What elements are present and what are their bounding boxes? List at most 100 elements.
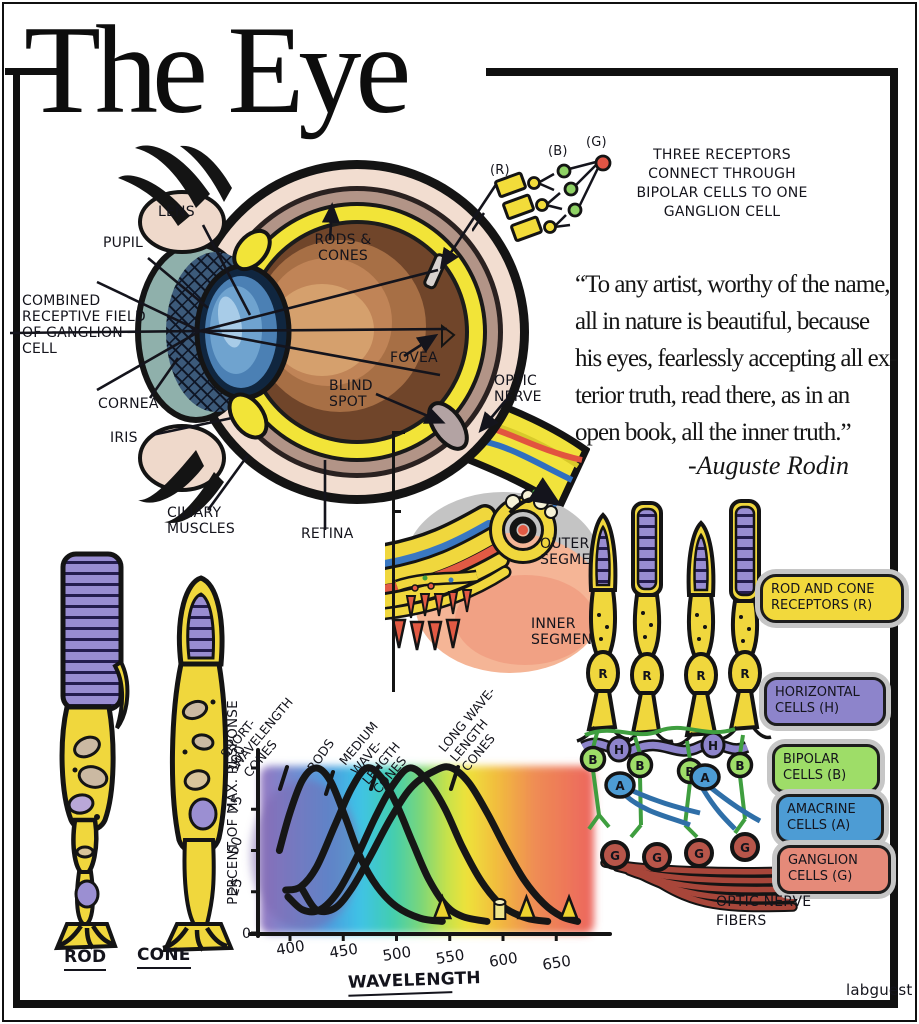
chart-x-axis-title: WAVELENGTH (348, 968, 481, 997)
signature: labguest (846, 981, 913, 999)
x-axis-ticks: 400 450 500 550 600 650 (275, 934, 572, 974)
page-title: The Eye (24, 1, 411, 140)
label-optic-nerve: OPTIC NERVE (494, 373, 542, 406)
label-retina: RETINA (301, 526, 354, 542)
amacrine-cells: A A (604, 763, 762, 831)
rod-and-cone-cells-illustration (53, 551, 234, 953)
three-receptors-wiring-illustration (472, 154, 612, 242)
quote-line: terior truth, read there, as in an (575, 382, 850, 409)
receptor-letter: R (740, 667, 749, 681)
closeup-flesh-inner (455, 575, 595, 665)
label-combined-receptive-field: COMBINED RECEPTIVE FIELD OF GANGLION CEL… (22, 293, 146, 358)
x-tick-label: 650 (541, 952, 572, 974)
retina-closeup-illustration (385, 477, 605, 673)
ganglion-letter: G (652, 851, 662, 865)
horizontal-letter: H (614, 743, 624, 757)
label-ciliary-muscles: CILIARY MUSCLES (167, 505, 235, 538)
cylinder-marker-top (493, 898, 507, 906)
quote-line: “To any artist, worthy of the name, (575, 271, 891, 298)
bipolar-cells: B B B B (579, 725, 754, 839)
label-lens: LENS (158, 204, 195, 220)
title-rule-left (5, 68, 60, 75)
legend-amacrine-cells: AMACRINE CELLS (A) (776, 794, 884, 843)
quote-line: his eyes, fearlessly accepting all ex- (575, 345, 898, 372)
receptor-teeth (391, 569, 479, 651)
x-tick-label: 400 (275, 937, 306, 959)
receptor-cells: R R R R (576, 499, 772, 747)
ganglion-letter: G (610, 849, 620, 863)
label-r: (R) (490, 163, 510, 178)
receptor-letter: R (642, 669, 651, 683)
pigment-markers (432, 893, 579, 920)
frame-bottom (13, 1000, 898, 1008)
y-tick-label: 100 (226, 744, 249, 774)
section-bracket-tick-mid (392, 510, 401, 513)
triangle-marker (432, 893, 453, 920)
label-rods-and-cones: RODS & CONES (314, 232, 372, 265)
x-tick-label: 550 (435, 946, 466, 968)
receptor-letter: R (696, 669, 705, 683)
eye-cross-section-illustration (9, 145, 590, 530)
label-optic-nerve-fibers: OPTIC NERVE FIBERS (716, 894, 812, 929)
triangle-marker (559, 893, 579, 920)
rod-cell (53, 551, 130, 951)
x-tick-label: 450 (328, 940, 359, 962)
amacrine-letter: A (615, 779, 625, 793)
quote-line: open book, all the inner truth.” (575, 419, 852, 446)
quote-block: “To any artist, worthy of the name, all … (575, 266, 907, 481)
label-g: (G) (586, 135, 607, 150)
horizontal-cells: H H (580, 731, 750, 763)
axes (248, 748, 612, 938)
quote-line: all in nature is beautiful, because (575, 308, 870, 335)
label-iris: IRIS (110, 430, 138, 446)
eyeball (185, 160, 529, 504)
ganglion-dot (594, 154, 612, 172)
label-b: (B) (548, 144, 568, 159)
retinal-network-illustration: R R R R H H (576, 499, 798, 913)
quote-attribution: -Auguste Rodin (687, 451, 849, 480)
label-rod: ROD (64, 947, 107, 971)
y-tick-label: 50 (226, 835, 247, 857)
y-tick-label: 25 (226, 876, 247, 898)
frame-right (890, 68, 898, 1008)
label-cone: CONE (137, 945, 191, 969)
response-curve-short-wavelength-cones (275, 764, 446, 925)
x-tick-label: 600 (488, 949, 519, 971)
legend-horizontal-cells: HORIZONTAL CELLS (H) (764, 677, 886, 726)
receptor-note-text: THREE RECEPTORS CONNECT THROUGH BIPOLAR … (636, 147, 808, 220)
label-blind-spot: BLIND SPOT (329, 378, 373, 411)
extraocular-strokes (118, 145, 232, 523)
y-tick-label: 75 (226, 794, 247, 816)
triangle-marker (516, 893, 537, 920)
closeup-arrow (508, 477, 563, 515)
legend-bipolar-cells: BIPOLAR CELLS (B) (772, 744, 880, 793)
receptor-squares (494, 171, 557, 242)
legend-ganglion-cells: GANGLION CELLS (G) (777, 845, 891, 894)
section-bracket-tick-top (392, 431, 405, 434)
ganglion-cells: G G G G (600, 832, 798, 913)
response-curve-long-wave-length-cones (299, 763, 582, 925)
label-fovea: FOVEA (390, 350, 438, 366)
y-axis-ticks: 0 25 50 75 100 (226, 744, 258, 942)
frame-left (13, 68, 20, 1008)
label-inner-segment: INNER SEGMENT (531, 616, 601, 649)
bipolar-letter: B (635, 759, 644, 773)
title-rule-right (486, 68, 898, 76)
ganglion-letter: G (740, 841, 750, 855)
ganglion-letter: G (694, 847, 704, 861)
chart-y-axis-title: PERCENT OF MAX. RESPONSE (225, 700, 241, 905)
fovea-notch (441, 324, 456, 349)
label-pupil: PUPIL (103, 235, 144, 251)
cone-cell (161, 575, 234, 953)
y-tick-label: 0 (242, 926, 251, 942)
spectral-response-chart: 400 450 500 550 600 650 0 25 50 75 100 (226, 744, 612, 974)
legend-rod-cone-receptors: ROD AND CONE RECEPTORS (R) (760, 574, 904, 623)
receptor-letter: R (598, 667, 607, 681)
bipolar-letter: B (735, 759, 744, 773)
x-tick-label: 500 (381, 943, 412, 965)
leader-lines (9, 182, 507, 530)
section-bracket-line (392, 432, 395, 692)
horizontal-letter: H (708, 739, 718, 753)
bipolar-letter: B (588, 753, 597, 767)
